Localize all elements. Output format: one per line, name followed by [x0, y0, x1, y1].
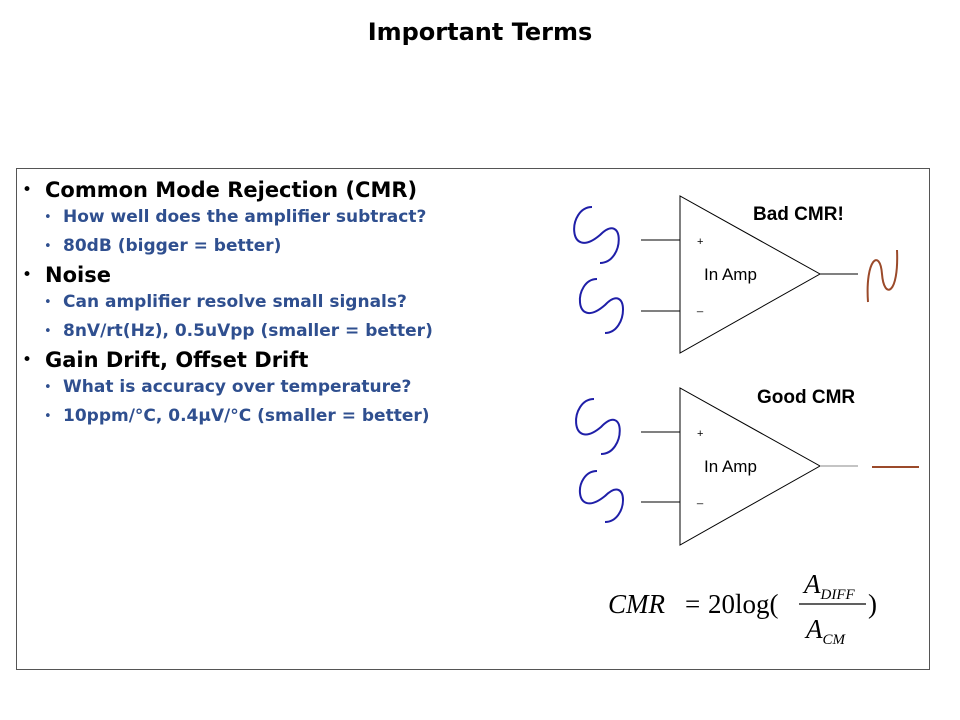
bullet-subitem: 8nV/rt(Hz), 0.5uVpp (smaller = better): [20, 317, 580, 346]
bottom-amp-label: In Amp: [704, 457, 757, 476]
numerator-sub: DIFF: [820, 587, 856, 603]
top-cmr-caption: Bad CMR!: [753, 204, 844, 225]
bullet-list: Common Mode Rejection (CMR) How well doe…: [20, 176, 580, 431]
bottom-input-plus-wave: [575, 398, 621, 455]
top-amplifier: + _ In Amp Bad CMR!: [573, 195, 899, 354]
bullet-subitem: 80dB (bigger = better): [20, 232, 580, 261]
slide-title: Important Terms: [367, 18, 593, 46]
formula-numerator: ADIFF: [802, 569, 855, 603]
bottom-amplifier: + _ In Amp Good CMR: [575, 387, 919, 546]
bullet-subitem: What is accuracy over temperature?: [20, 373, 580, 402]
formula-close-paren: ): [868, 589, 877, 619]
formula-func: 20log(: [708, 589, 779, 619]
top-plus-sign: +: [697, 236, 703, 248]
bullet-heading: Gain Drift, Offset Drift: [20, 347, 580, 373]
content-frame: [16, 168, 930, 670]
denominator-base: A: [804, 614, 823, 644]
bullet-heading: Noise: [20, 262, 580, 288]
bullet-subitem: Can amplifier resolve small signals?: [20, 288, 580, 317]
bottom-plus-sign: +: [697, 428, 703, 440]
top-input-minus-wave: [578, 278, 624, 334]
top-minus-sign: _: [696, 301, 704, 313]
denominator-sub: CM: [823, 632, 847, 648]
top-output-wave: [866, 249, 899, 303]
formula-denominator: ACM: [804, 614, 847, 648]
bottom-amp-triangle: [679, 387, 822, 546]
formula-lhs: CMR: [608, 589, 666, 619]
numerator-base: A: [802, 569, 821, 599]
bullet-subitem: How well does the amplifier subtract?: [20, 203, 580, 232]
bullet-subitem: 10ppm/°C, 0.4µV/°C (smaller = better): [20, 402, 580, 431]
bullet-heading: Common Mode Rejection (CMR): [20, 177, 580, 203]
top-amp-label: In Amp: [704, 265, 757, 284]
top-amp-triangle: [679, 195, 822, 354]
top-input-plus-wave: [573, 206, 620, 264]
bottom-cmr-caption: Good CMR: [757, 387, 855, 408]
bottom-minus-sign: _: [696, 493, 704, 505]
formula-equals: =: [685, 589, 700, 619]
cmr-formula: CMR = 20log( ADIFF ACM ): [608, 569, 877, 648]
bottom-input-minus-wave: [578, 470, 624, 523]
